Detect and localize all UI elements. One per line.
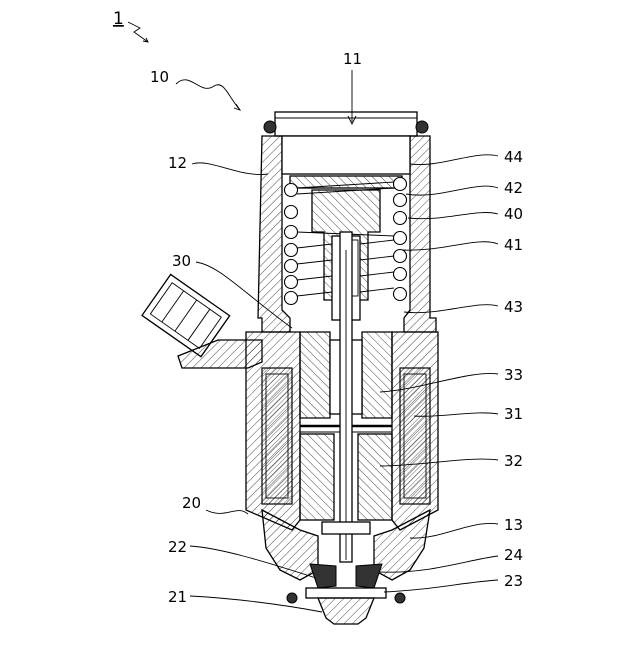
label-22: 22 [168,538,187,556]
label-13: 13 [504,516,523,534]
label-24: 24 [504,546,523,564]
label-41: 41 [504,236,523,254]
label-40: 40 [504,205,523,223]
label-32: 32 [504,452,523,470]
label-42: 42 [504,179,523,197]
label-21: 21 [168,588,187,606]
label-43: 43 [504,298,523,316]
label-31: 31 [504,405,523,423]
armature-core [300,232,392,562]
label-12: 12 [168,154,187,172]
top-cap [264,112,428,136]
label-10: 10 [150,68,169,86]
label-figure-1: 1 [113,9,124,29]
label-30: 30 [172,252,191,270]
label-44: 44 [504,148,523,166]
connector [142,274,262,368]
label-23: 23 [504,572,523,590]
label-11: 11 [343,50,362,68]
label-33: 33 [504,366,523,384]
label-20: 20 [182,494,201,512]
